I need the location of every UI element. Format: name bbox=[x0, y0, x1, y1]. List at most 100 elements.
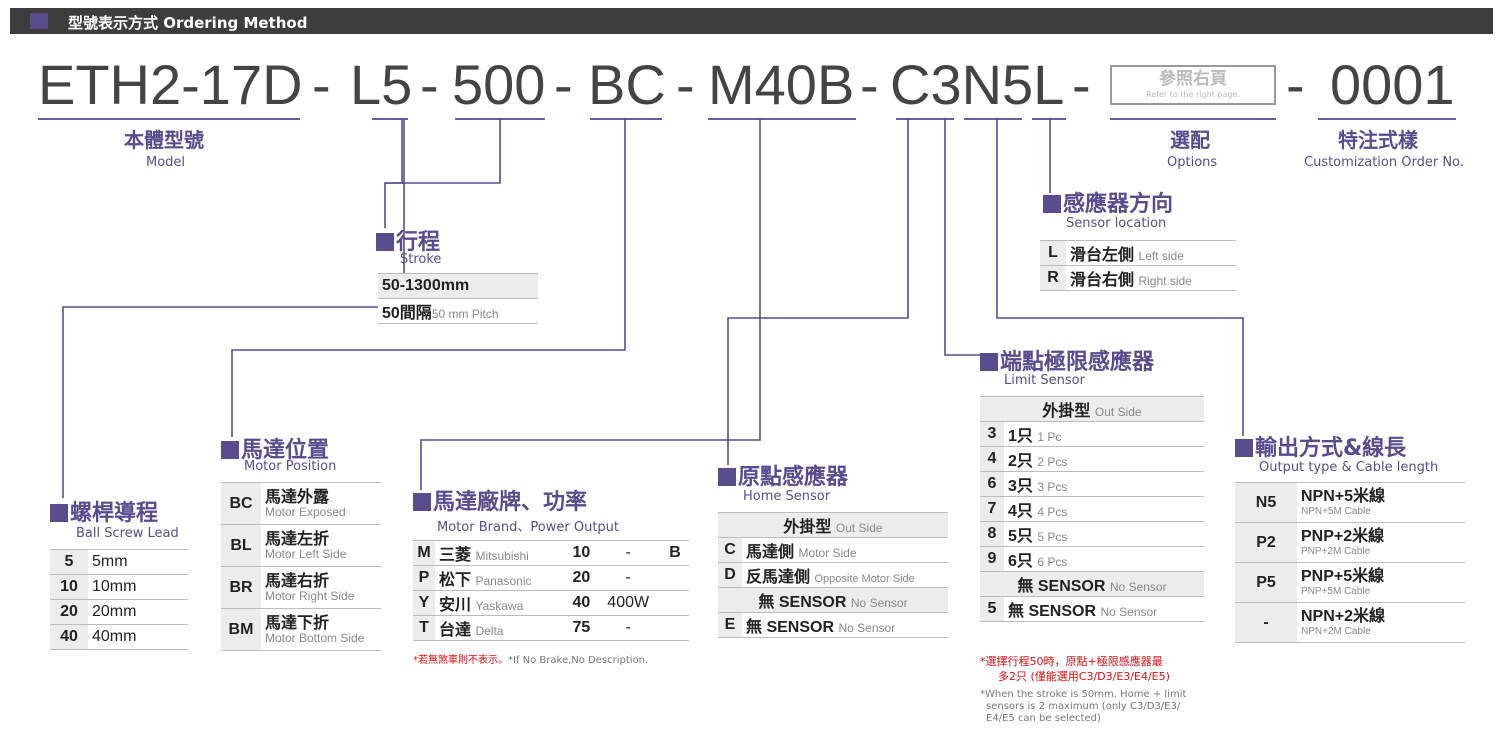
header-en: No Sensor bbox=[850, 596, 908, 610]
code-sensors: C3N5L bbox=[890, 53, 1065, 116]
desc-en: Right side bbox=[1138, 274, 1192, 288]
table-row: R 滑台右側 Right side bbox=[1040, 265, 1236, 291]
desc-cn: 6只 bbox=[1008, 553, 1033, 570]
power-cell: - bbox=[595, 615, 661, 641]
desc-cn: 2只 bbox=[1008, 453, 1033, 470]
table-row: 50-1300mm bbox=[378, 273, 538, 299]
stroke-sub: Stroke bbox=[400, 252, 442, 267]
code-cell: 9 bbox=[980, 546, 1004, 572]
bullet-square bbox=[376, 233, 394, 251]
motor-position-sub: Motor Position bbox=[244, 459, 337, 474]
underline-limit bbox=[964, 118, 1022, 120]
sensor-location-table: L 滑台左側 Left side R 滑台右側 Right side bbox=[1040, 240, 1236, 291]
limit-note-gray-3: E4/E5 can be selected) bbox=[986, 713, 1101, 724]
bullet-square bbox=[980, 353, 998, 371]
brake-cell bbox=[661, 590, 689, 616]
brand-cn: 台達 bbox=[439, 622, 472, 639]
code-cell: BM bbox=[221, 608, 261, 651]
code-dash: - bbox=[420, 53, 439, 116]
ball-screw-title-text: 螺桿導程 bbox=[70, 501, 159, 526]
desc-cell: 反馬達側 Opposite Motor Side bbox=[742, 562, 948, 588]
table-row: Y 安川 Yaskawa 40 400W bbox=[413, 590, 689, 616]
code-cell: 6 bbox=[980, 471, 1004, 497]
size-cell: 40 bbox=[567, 590, 596, 616]
desc-cell: 5只 5 Pcs bbox=[1004, 521, 1204, 547]
desc-en: No Sensor bbox=[838, 621, 896, 635]
desc-en: 2 Pcs bbox=[1037, 455, 1068, 469]
bullet-square bbox=[221, 441, 239, 459]
desc-cell: 滑台右側 Right side bbox=[1066, 265, 1236, 291]
limit-header: 外掛型 Out Side bbox=[980, 396, 1204, 422]
limit-note-red-2: 多2只 (僅能選用C3/D3/E3/E4/E5) bbox=[998, 670, 1170, 683]
desc-cn: 馬達下折 bbox=[265, 614, 330, 632]
header-cn: 外掛型 bbox=[1042, 403, 1091, 420]
pitch-en: 50 mm Pitch bbox=[431, 307, 499, 321]
brake-cell bbox=[661, 615, 689, 641]
brand-cn: 安川 bbox=[439, 597, 472, 614]
label-custom-en: Customization Order No. bbox=[1304, 155, 1464, 170]
size-cell: 20 bbox=[567, 565, 596, 591]
size-cell: 10 bbox=[567, 540, 596, 566]
limit-none-header: 無 SENSOR No Sensor bbox=[980, 571, 1204, 597]
label-model-cn: 本體型號 bbox=[124, 128, 204, 152]
underline-position bbox=[590, 118, 662, 120]
bullet-square bbox=[50, 504, 68, 522]
label-options-cn: 選配 bbox=[1170, 128, 1210, 152]
desc-cell: 4只 4 Pcs bbox=[1004, 496, 1204, 522]
desc-en: PNP+5M Cable bbox=[1301, 585, 1371, 597]
desc-cn: 反馬達側 bbox=[746, 569, 811, 586]
code-cell: C bbox=[718, 537, 742, 563]
underline-location bbox=[1032, 118, 1066, 120]
label-model-en: Model bbox=[146, 155, 186, 170]
code-cell: M bbox=[413, 540, 435, 566]
desc-en: 6 Pcs bbox=[1037, 555, 1068, 569]
brand-cell: 安川 Yaskawa bbox=[435, 590, 568, 616]
refer-box-cn: 參照右頁 bbox=[1159, 69, 1227, 89]
code-position: BC bbox=[588, 53, 666, 116]
desc-en: 4 Pcs bbox=[1037, 505, 1068, 519]
desc-cell: 3只 3 Pcs bbox=[1004, 471, 1204, 497]
power-cell: - bbox=[595, 540, 661, 566]
bullet-square bbox=[413, 493, 431, 511]
motor-position-title-text: 馬達位置 bbox=[241, 438, 330, 463]
code-cell: N5 bbox=[1235, 482, 1297, 523]
limit-sensor-title-text: 端點極限感應器 bbox=[1000, 350, 1155, 375]
code-cell: 8 bbox=[980, 521, 1004, 547]
underline-stroke bbox=[455, 118, 545, 120]
table-row: 外掛型 Out Side bbox=[980, 396, 1204, 422]
brand-en: Yaskawa bbox=[475, 599, 524, 613]
pitch-cn: 50間隔 bbox=[382, 305, 432, 322]
value-cell: 40mm bbox=[88, 624, 188, 650]
desc-en: Motor Exposed bbox=[265, 504, 346, 519]
ball-screw-title: 螺桿導程 bbox=[50, 495, 158, 527]
code-motor: M40B bbox=[708, 53, 855, 116]
code-model: ETH2-17D bbox=[38, 53, 303, 116]
limit-note-red-1: *選擇行程50時，原點+極限感應器最 bbox=[980, 655, 1163, 668]
desc-en: 5 Pcs bbox=[1037, 530, 1068, 544]
brand-en: Panasonic bbox=[475, 574, 532, 588]
desc-cn: 無 SENSOR bbox=[746, 619, 835, 636]
header-en: No Sensor bbox=[1109, 580, 1167, 594]
desc-en: 1 Pc bbox=[1037, 430, 1062, 444]
table-row: L 滑台左側 Left side bbox=[1040, 240, 1236, 266]
desc-en: Motor Bottom Side bbox=[265, 630, 365, 645]
note-red-text: *若無煞車則不表示。 bbox=[413, 655, 508, 666]
code-cell: R bbox=[1040, 265, 1066, 291]
desc-cell: 馬達側 Motor Side bbox=[742, 537, 948, 563]
code-cell: L bbox=[1040, 240, 1066, 266]
stroke-title: 行程 bbox=[376, 224, 440, 256]
sensor-location-title: 感應器方向 bbox=[1043, 186, 1173, 218]
label-custom-cn: 特注式樣 bbox=[1338, 128, 1418, 152]
